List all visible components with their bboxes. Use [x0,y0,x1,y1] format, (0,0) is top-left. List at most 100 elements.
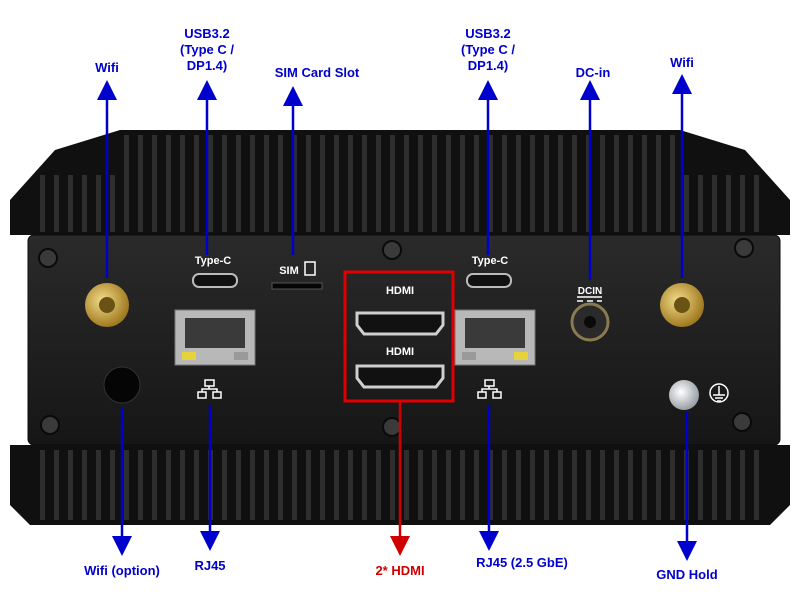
heatsink-fin [390,450,395,520]
heatsink-fin [516,135,521,232]
heatsink-fin [446,450,451,520]
heatsink-fin [320,450,325,520]
heatsink-fin [586,450,591,520]
top-heatsink-fins [10,130,790,235]
heatsink-fin [110,450,115,520]
heatsink-fin [460,450,465,520]
heatsink-fin [740,450,745,520]
typec-port-right [466,273,512,288]
heatsink-fin [334,135,339,232]
heatsink-fin [166,450,171,520]
heatsink-fin [474,135,479,232]
heatsink-fin [516,450,521,520]
heatsink-fin [404,450,409,520]
label-usb-left: USB3.2 (Type C / DP1.4) [165,26,249,74]
heatsink-fin [96,175,101,232]
heatsink-fin [292,450,297,520]
heatsink-fin [418,135,423,232]
heatsink-fin [222,450,227,520]
heatsink-fin [740,175,745,232]
heatsink-fin [250,135,255,232]
sim-card-slot [271,282,323,290]
heatsink-fin [698,450,703,520]
heatsink-fin [502,450,507,520]
silk-sim: SIM [279,265,299,277]
heatsink-fin [614,450,619,520]
label-usb-left-line2: (Type C / [180,42,234,57]
network-icon-left [197,379,222,399]
heatsink-fin [334,450,339,520]
heatsink-fin [138,135,143,232]
heatsink-fin [754,175,759,232]
label-usb-right-line1: USB3.2 [465,26,511,41]
heatsink-fin [628,450,633,520]
heatsink-fin [96,450,101,520]
heatsink-fin [530,450,535,520]
heatsink-fin [82,450,87,520]
heatsink-fin [530,135,535,232]
label-usb-left-line1: USB3.2 [184,26,230,41]
heatsink-fin [152,135,157,232]
heatsink-fin [642,135,647,232]
heatsink-fin [656,135,661,232]
heatsink-fin [124,450,129,520]
label-wifi-right: Wifi [670,55,694,70]
heatsink-fin [558,135,563,232]
heatsink-fin [488,450,493,520]
heatsink-fin [250,450,255,520]
silk-hdmi-bottom: HDMI [386,346,414,358]
heatsink-fin [488,135,493,232]
silk-typec-left: Type-C [195,255,232,267]
heatsink-fin [460,135,465,232]
heatsink-fin [152,450,157,520]
heatsink-fin [474,450,479,520]
dcin-icon [577,296,602,302]
heatsink-fin [54,450,59,520]
rj45-port-left [174,309,256,366]
ground-icon [709,383,729,403]
typec-port-left [192,273,238,288]
label-usb-right-line3: DP1.4) [467,58,509,73]
heatsink-fin [390,135,395,232]
heatsink-fin [586,135,591,232]
heatsink-fin [418,450,423,520]
heatsink-fin [712,175,717,232]
label-2-hdmi: 2* HDMI [375,563,425,578]
heatsink-fin [726,175,731,232]
heatsink-fin [572,450,577,520]
heatsink-fin [376,450,381,520]
heatsink-fin [40,175,45,232]
heatsink-fin [600,450,605,520]
screws [38,238,754,437]
heatsink-fin [208,135,213,232]
heatsink-fin [600,135,605,232]
heatsink-fin [320,135,325,232]
label-sim-card-slot: SIM Card Slot [274,65,360,80]
heatsink-fin [166,135,171,232]
heatsink-fin [376,135,381,232]
heatsink-fin [278,450,283,520]
heatsink-fin [642,450,647,520]
label-usb-right-line2: (Type C / [461,42,515,57]
label-usb-right: USB3.2 (Type C / DP1.4) [446,26,530,74]
wifi-antenna-connector-right [660,283,704,327]
heatsink-fin [54,175,59,232]
heatsink-fin [698,175,703,232]
silk-typec-right: Type-C [472,255,509,267]
heatsink-fin [68,175,73,232]
heatsink-fin [656,450,661,520]
gnd-screw [669,380,699,410]
heatsink-fin [362,135,367,232]
network-icon-right [477,379,502,399]
heatsink-fin [110,175,115,232]
heatsink-fin [754,450,759,520]
heatsink-fin [68,450,73,520]
heatsink-fin [194,135,199,232]
heatsink-fin [180,135,185,232]
heatsink-fin [82,175,87,232]
heatsink-fin [180,450,185,520]
heatsink-fin [726,450,731,520]
heatsink-fin [544,450,549,520]
